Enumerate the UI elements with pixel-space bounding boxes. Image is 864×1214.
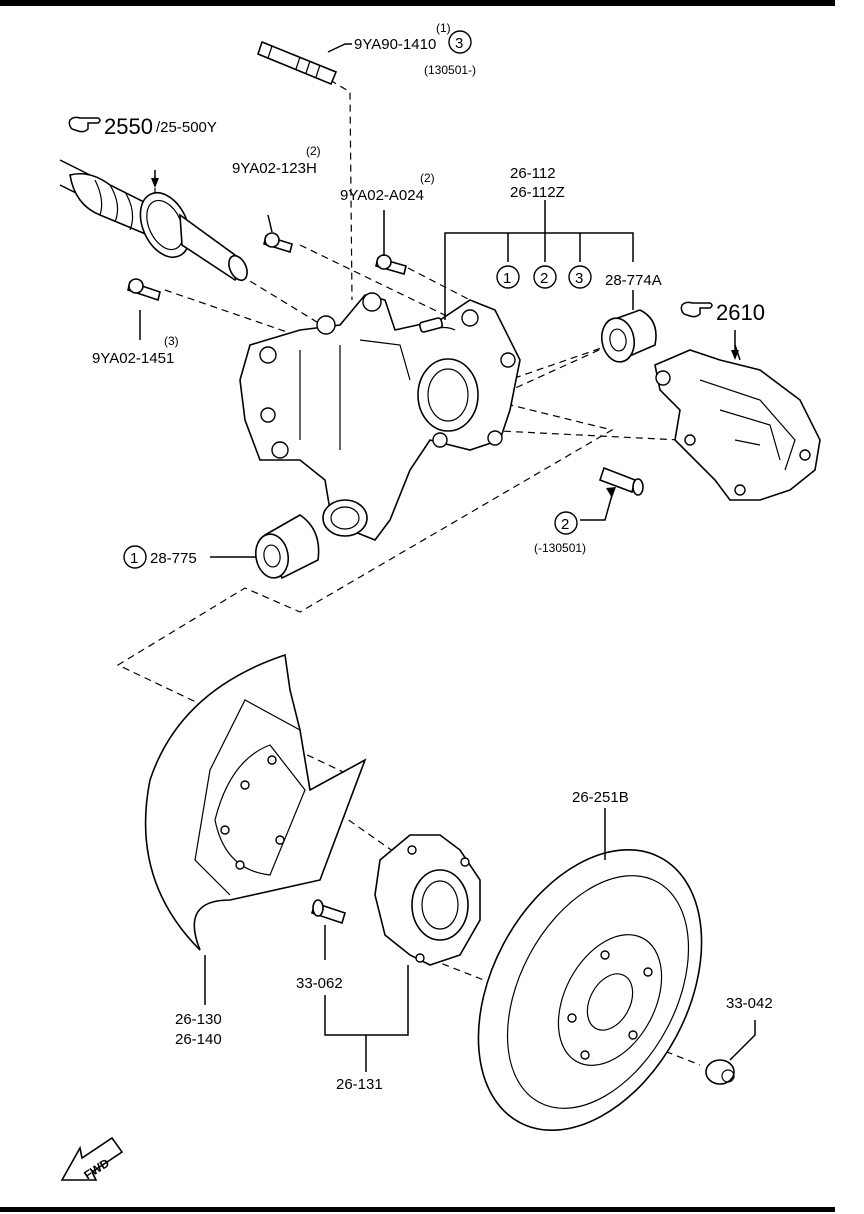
- callout-lines: [139, 170, 756, 1072]
- pin-serial: (-130501): [534, 541, 586, 555]
- bolt-a024-label: 9YA02-A024: [340, 187, 424, 204]
- bolt-1451-qty: (3): [164, 334, 179, 348]
- nut: [705, 1059, 735, 1085]
- bushing-lower-label: 28-775: [150, 550, 197, 567]
- bolt-upper-ref: 3: [455, 35, 463, 52]
- ref-circle: [448, 30, 472, 54]
- bolt-a024: [375, 254, 407, 275]
- bolt-1451-label: 9YA02-1451: [92, 350, 174, 367]
- top-border: [0, 0, 835, 6]
- bushing-lower: [254, 514, 320, 580]
- ref-circle: [496, 265, 520, 289]
- ref-3-label: 3: [575, 270, 583, 287]
- dust-cover-label-1: 26-130: [175, 1011, 222, 1028]
- ref-1-label: 1: [503, 270, 511, 287]
- bolt-123h-qty: (2): [306, 144, 321, 158]
- bolt-a024-qty: (2): [420, 171, 435, 185]
- ref-2-label: 2: [540, 270, 548, 287]
- arrowhead: [606, 487, 616, 498]
- brake-disc: [477, 848, 703, 1132]
- pointing-hand-icon: [680, 301, 713, 318]
- hub-label: 26-131: [336, 1076, 383, 1093]
- bolt-upper-label: 9YA90-1410: [354, 36, 436, 53]
- ref-circle: [554, 511, 578, 535]
- ref-circle: [123, 545, 147, 569]
- knuckle-label-2: 26-112Z: [510, 184, 565, 201]
- hub-bolt: [311, 899, 346, 925]
- pin-ref: 2: [561, 516, 569, 533]
- labels: (1) 9YA90-1410 3 (130501-) 2550 /25-500Y…: [81, 21, 772, 1182]
- pointing-hand-icon: [68, 116, 101, 133]
- bushing-upper: [600, 309, 657, 363]
- ref-circle: [568, 265, 592, 289]
- fwd-arrow-icon: [60, 1136, 124, 1181]
- bushing-upper-label: 28-774A: [605, 272, 662, 289]
- dust-cover-label-2: 26-140: [175, 1031, 222, 1048]
- bolt-upper-qty: (1): [436, 21, 451, 35]
- bolt-1451: [127, 278, 161, 302]
- ref-circle: [533, 265, 557, 289]
- bolt-upper-serial: (130501-): [424, 63, 476, 77]
- pin: [598, 466, 644, 496]
- drive-shaft-ref: 2550: [104, 114, 153, 139]
- hub-bolt-label: 33-062: [296, 975, 343, 992]
- drive-shaft: [59, 159, 248, 282]
- bottom-border: [0, 1207, 835, 1212]
- arrowhead: [731, 350, 739, 360]
- bolt-123h-label: 9YA02-123H: [232, 160, 317, 177]
- arrowhead: [151, 178, 159, 188]
- knuckle-label-1: 26-112: [510, 165, 556, 182]
- bushing-lower-ref: 1: [130, 550, 138, 567]
- drive-shaft-sub: /25-500Y: [156, 119, 217, 136]
- long-bolt: [257, 40, 352, 86]
- nut-label: 33-042: [726, 995, 773, 1012]
- knuckle: [239, 292, 521, 541]
- dust-cover: [144, 653, 367, 951]
- caliper-ref: 2610: [716, 300, 765, 325]
- hub: [374, 834, 481, 966]
- bolt-123h: [263, 232, 293, 254]
- caliper: [654, 344, 821, 501]
- disc-label: 26-251B: [572, 789, 629, 806]
